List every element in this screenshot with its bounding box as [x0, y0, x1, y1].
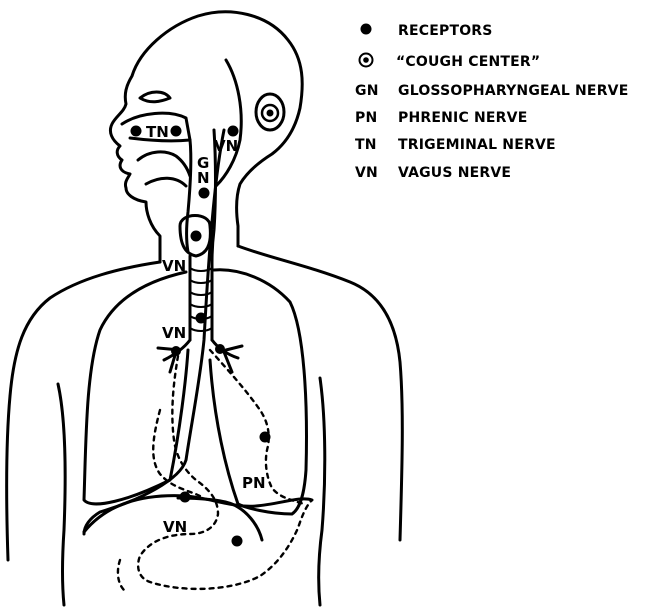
receptor-pleura	[260, 432, 271, 443]
legend-cough-center-label: “COUGH CENTER”	[396, 54, 540, 70]
label-gn-n: N	[197, 169, 210, 187]
legend-abbr-vn: VN	[355, 165, 378, 181]
cough-center-marker	[262, 105, 278, 121]
left-torso-line	[58, 384, 65, 605]
legend-cough-center-icon	[360, 54, 373, 67]
label-vn-neck: VN	[162, 257, 186, 275]
receptor-bronchus-left	[171, 346, 181, 356]
vagus-abdomen-dotted	[138, 356, 312, 589]
receptor-bronchus-right	[215, 344, 225, 354]
receptor-stomach	[232, 536, 243, 547]
receptor-larynx	[191, 231, 202, 242]
legend: RECEPTORS “COUGH CENTER” GN GLOSSOPHARYN…	[355, 23, 628, 181]
respiratory-tract	[84, 216, 312, 533]
receptor-pharynx	[199, 188, 210, 199]
receptor-nasal-2	[171, 126, 182, 137]
legend-label-gn: GLOSSOPHARYNGEAL NERVE	[398, 83, 628, 99]
legend-abbr-tn: TN	[355, 137, 377, 153]
receptor-ear	[228, 126, 239, 137]
right-torso-line	[319, 378, 325, 605]
brain-stem	[216, 60, 241, 186]
label-vn-head: VN	[214, 137, 238, 155]
label-vn-bronchi: VN	[162, 324, 186, 342]
left-lung	[84, 272, 188, 504]
legend-label-tn: TRIGEMINAL NERVE	[398, 137, 556, 153]
nasal-sinus-upper	[140, 92, 170, 102]
legend-receptors-label: RECEPTORS	[398, 23, 493, 39]
receptor-nasal-1	[131, 126, 142, 137]
legend-abbr-pn: PN	[355, 110, 377, 126]
receptor-trachea	[196, 313, 207, 324]
tongue	[138, 152, 190, 176]
legend-abbr-gn: GN	[355, 83, 379, 99]
head-profile	[110, 12, 302, 262]
right-shoulder-arm	[238, 246, 402, 540]
legend-receptor-dot	[361, 24, 372, 35]
left-shoulder-arm	[7, 262, 160, 560]
legend-label-vn: VAGUS NERVE	[398, 165, 511, 181]
label-tn: TN	[146, 123, 169, 141]
pharynx-front	[187, 140, 191, 252]
lower-jaw-line	[146, 178, 186, 186]
label-pn: PN	[242, 474, 266, 492]
nerve-pathways	[84, 130, 312, 590]
label-vn-abdomen: VN	[163, 518, 187, 536]
legend-label-pn: PHRENIC NERVE	[398, 110, 527, 126]
receptor-diaphragm	[180, 492, 191, 503]
